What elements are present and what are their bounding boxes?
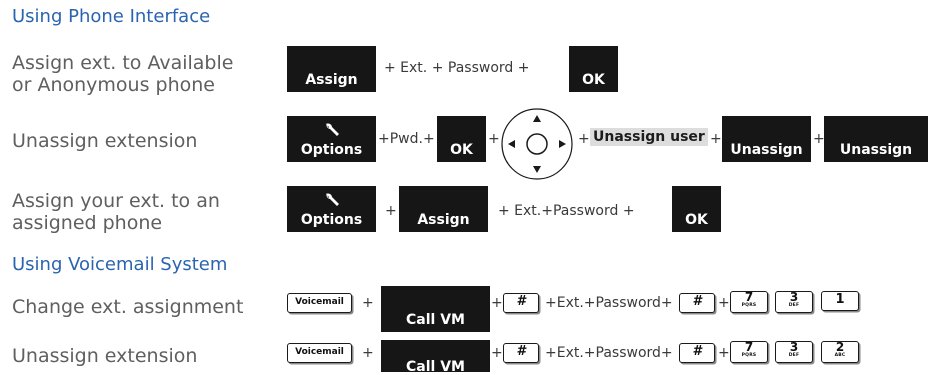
key-3[interactable]: 3 DEF bbox=[775, 341, 813, 363]
call-vm-softkey[interactable]: Call VM bbox=[381, 286, 490, 332]
key-digit: 7 bbox=[744, 340, 754, 354]
plus-text: + bbox=[491, 345, 503, 361]
key-digit: 3 bbox=[789, 340, 799, 354]
softkey-label: Options bbox=[300, 212, 363, 228]
softkey-label: Assign bbox=[417, 212, 470, 228]
key-1[interactable]: 1 bbox=[821, 291, 859, 311]
sequence-text: + Ext.+Password + bbox=[498, 203, 635, 219]
softkey-label: Unassign bbox=[839, 142, 913, 158]
key-letters: DEF bbox=[788, 353, 800, 358]
plus-text: + bbox=[362, 295, 374, 311]
key-letters: DEF bbox=[788, 303, 800, 308]
sequence-text: + Ext. + Password + bbox=[384, 60, 530, 76]
sequence-text: +Pwd.+ bbox=[378, 131, 435, 147]
plus-text: + bbox=[491, 295, 503, 311]
options-softkey[interactable]: Options bbox=[287, 116, 376, 162]
unassign-user-option[interactable]: Unassign user bbox=[590, 128, 708, 146]
row-label-change-assignment: Change ext. assignment bbox=[12, 296, 244, 318]
assign-softkey[interactable]: Assign bbox=[399, 186, 488, 232]
plus-text: + bbox=[362, 345, 374, 361]
softkey-label: Options bbox=[300, 142, 363, 158]
hash-key[interactable]: # bbox=[679, 343, 715, 363]
voicemail-key[interactable]: Voicemail bbox=[287, 343, 352, 363]
softkey-label: Call VM bbox=[406, 312, 465, 328]
key-letters: ABC bbox=[834, 353, 846, 358]
voicemail-key[interactable]: Voicemail bbox=[287, 293, 352, 313]
call-vm-softkey[interactable]: Call VM bbox=[381, 340, 490, 375]
row-label-assign: Assign ext. to Available or Anonymous ph… bbox=[12, 52, 233, 96]
plus-text: + bbox=[385, 203, 397, 219]
wrench-icon bbox=[325, 123, 339, 136]
row-label-line: or Anonymous phone bbox=[12, 74, 215, 96]
row-label-vm-unassign: Unassign extension bbox=[12, 345, 198, 367]
hash-key[interactable]: # bbox=[503, 293, 539, 313]
key-7[interactable]: 7 PQRS bbox=[730, 291, 768, 313]
row-label-assign-assigned: Assign your ext. to an assigned phone bbox=[12, 190, 220, 234]
navigation-pad-icon[interactable] bbox=[500, 107, 574, 181]
row-label-line: Assign your ext. to an bbox=[12, 190, 220, 212]
row-label-line: assigned phone bbox=[12, 212, 163, 234]
wrench-icon bbox=[325, 193, 339, 206]
unassign-softkey[interactable]: Unassign bbox=[722, 116, 811, 162]
row-label-line: Assign ext. to Available bbox=[12, 52, 234, 74]
ok-softkey[interactable]: OK bbox=[437, 116, 486, 162]
assign-softkey[interactable]: Assign bbox=[287, 46, 376, 92]
unassign-softkey[interactable]: Unassign bbox=[824, 116, 928, 162]
section-heading-phone: Using Phone Interface bbox=[12, 6, 211, 27]
key-digit: 2 bbox=[835, 340, 845, 354]
plus-text: + bbox=[578, 131, 590, 147]
plus-text: + bbox=[718, 295, 730, 311]
plus-text: + bbox=[718, 345, 730, 361]
sequence-text: +Ext.+Password+ bbox=[545, 295, 673, 311]
softkey-label: OK bbox=[582, 72, 605, 88]
key-letters: PQRS bbox=[741, 353, 757, 358]
sequence-text: +Ext.+Password+ bbox=[545, 345, 673, 361]
ok-softkey[interactable]: OK bbox=[672, 186, 721, 232]
row-label-unassign: Unassign extension bbox=[12, 130, 198, 152]
hash-key[interactable]: # bbox=[503, 343, 539, 363]
softkey-label: OK bbox=[450, 142, 473, 158]
hash-key[interactable]: # bbox=[679, 293, 715, 313]
softkey-label: OK bbox=[685, 212, 708, 228]
options-softkey[interactable]: Options bbox=[287, 186, 376, 232]
softkey-label: Assign bbox=[305, 72, 358, 88]
ok-softkey[interactable]: OK bbox=[569, 46, 618, 92]
key-3[interactable]: 3 DEF bbox=[775, 291, 813, 313]
key-7[interactable]: 7 PQRS bbox=[730, 341, 768, 363]
plus-text: + bbox=[488, 131, 500, 147]
key-digit: 7 bbox=[744, 290, 754, 304]
softkey-label: Call VM bbox=[406, 359, 465, 375]
key-digit: 3 bbox=[789, 290, 799, 304]
key-letters: PQRS bbox=[741, 303, 757, 308]
plus-text: + bbox=[710, 131, 722, 147]
key-2[interactable]: 2 ABC bbox=[821, 341, 859, 363]
softkey-label: Unassign bbox=[730, 142, 803, 158]
plus-text: + bbox=[813, 131, 825, 147]
section-heading-voicemail: Using Voicemail System bbox=[12, 254, 228, 275]
